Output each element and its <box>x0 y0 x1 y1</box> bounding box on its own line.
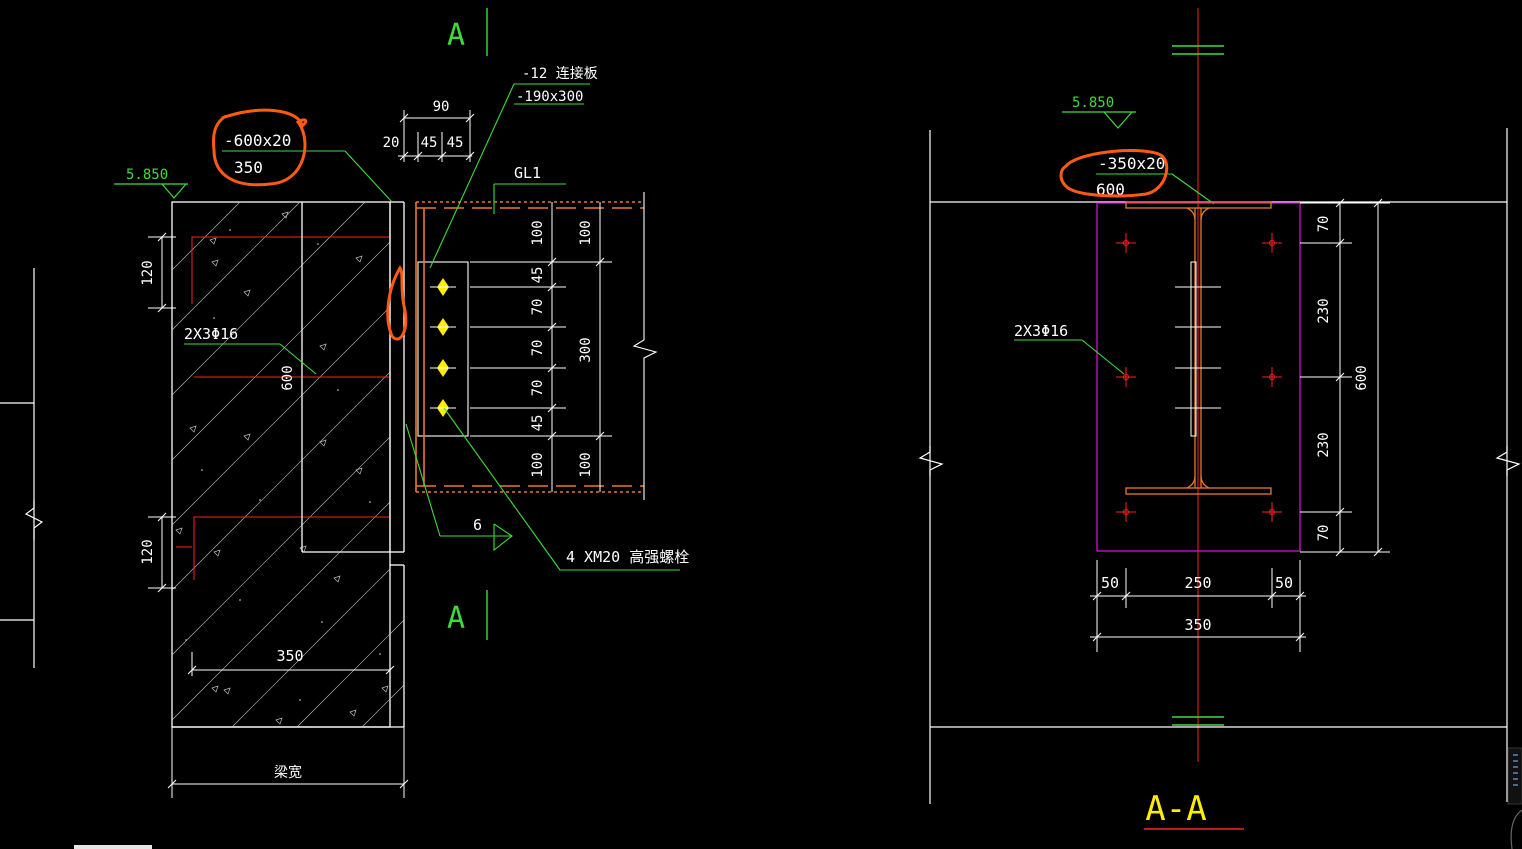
markup-circle-right <box>1059 149 1169 198</box>
gl1-leader <box>493 183 566 214</box>
plate-label-line2: 350 <box>234 158 263 177</box>
bolts <box>430 278 456 417</box>
rebar-label-left: 2X3Φ16 <box>184 325 238 343</box>
section-title: A-A <box>1145 789 1206 829</box>
beam-label: GL1 <box>514 164 541 182</box>
dim-120-bottom: 120 <box>140 539 156 564</box>
dim-inner-70-a: 70 <box>530 299 546 316</box>
beam-outline <box>918 128 1521 804</box>
bolt <box>430 278 456 296</box>
section-view-aa: 5.850 -350x20 600 <box>918 8 1522 849</box>
plate-label-leader-right <box>1096 173 1215 205</box>
plate-label-right-line1: -350x20 <box>1098 154 1165 173</box>
bolt <box>430 318 456 336</box>
left-detail-view: 600 120 120 350 <box>0 8 689 798</box>
rebar-cross <box>1262 367 1282 387</box>
dim-45-a: 45 <box>421 135 438 151</box>
concrete-dots <box>185 229 381 701</box>
steel-beam-gl1 <box>415 201 644 493</box>
corner-curve <box>1510 809 1522 849</box>
concrete-aggregate <box>175 211 389 725</box>
elevation-symbol-left <box>114 183 188 199</box>
elevation-right: 5.850 <box>1072 95 1114 111</box>
dim-50-left: 50 <box>1101 574 1119 592</box>
dim-inner-100-bottom: 100 <box>530 452 546 477</box>
section-mark-top: A <box>447 18 465 53</box>
dim-90: 90 <box>433 99 450 115</box>
bottom-dims <box>167 652 409 798</box>
dim-20: 20 <box>383 135 400 151</box>
dim-230-top: 230 <box>1316 298 1332 323</box>
dim-350-bottom: 350 <box>276 647 303 665</box>
rebar-label-right: 2X3Φ16 <box>1014 322 1068 340</box>
weld-mark <box>405 423 513 552</box>
plate-label-line1: -600x20 <box>224 131 291 150</box>
beam-break-line <box>632 192 658 500</box>
weld-size: 6 <box>473 516 482 534</box>
bottom-strip <box>74 845 152 849</box>
rebar-cross <box>1116 502 1136 522</box>
elevation-left: 5.850 <box>126 167 168 183</box>
dim-inner-70-b: 70 <box>530 340 546 357</box>
left-break-lines <box>0 268 44 668</box>
top-dims <box>398 110 475 162</box>
concrete-hatch <box>171 201 405 728</box>
bolt-label: 4 XM20 高强螺栓 <box>566 548 689 566</box>
dim-70-top: 70 <box>1316 216 1332 233</box>
dim-120-top: 120 <box>140 260 156 285</box>
beam-width-label: 梁宽 <box>274 764 302 781</box>
bolt-label-leader <box>443 407 680 571</box>
dim-45-b: 45 <box>447 135 464 151</box>
dim-350-total: 350 <box>1184 616 1211 634</box>
rebar-label-leader-right <box>1014 339 1125 375</box>
right-dims <box>470 202 612 492</box>
connection-plate <box>417 261 469 437</box>
dim-outer-300: 300 <box>578 337 594 362</box>
scroll-widget[interactable] <box>1507 747 1522 805</box>
dim-600: 600 <box>280 365 296 390</box>
dim-inner-70-c: 70 <box>530 380 546 397</box>
centerline-marks <box>1172 45 1224 726</box>
markup-loop-weld <box>386 265 408 341</box>
connect-plate-line1: -12 连接板 <box>522 65 598 82</box>
dim-600-right: 600 <box>1354 365 1370 390</box>
rebar-cross <box>1116 233 1136 253</box>
dim-outer-100-bottom: 100 <box>578 452 594 477</box>
connect-plate-line2: -190x300 <box>516 89 583 105</box>
dim-70-bottom: 70 <box>1316 525 1332 542</box>
dim-50-right: 50 <box>1275 574 1293 592</box>
dim-250: 250 <box>1184 574 1211 592</box>
h-section-steel <box>1125 201 1272 495</box>
rebar-label-leader-left <box>184 343 317 375</box>
dim-230-bottom: 230 <box>1316 432 1332 457</box>
bolt-lines-section <box>1175 286 1221 409</box>
bolt <box>430 399 456 417</box>
dim-inner-45-top: 45 <box>530 267 546 284</box>
rebar-lines <box>176 236 390 580</box>
connection-plate-section <box>1190 261 1197 437</box>
plate-label-leader <box>222 150 393 203</box>
rebar-cross <box>1262 502 1282 522</box>
connect-plate-leader <box>429 83 590 269</box>
dim-inner-45-bottom: 45 <box>530 415 546 432</box>
dim-inner-100-top: 100 <box>530 220 546 245</box>
rebar-cross <box>1116 367 1136 387</box>
bottom-dims-section <box>1090 560 1306 652</box>
rebar-cross <box>1262 233 1282 253</box>
elevation-symbol-right <box>1062 111 1136 129</box>
section-mark-bottom: A <box>447 601 465 636</box>
rebar-crosses <box>1116 233 1282 522</box>
markup-circle-plate <box>212 108 308 187</box>
right-dims-section <box>1300 198 1390 557</box>
bolt <box>430 359 456 377</box>
dim-outer-100-top: 100 <box>578 220 594 245</box>
left-vertical-dims <box>148 232 176 593</box>
